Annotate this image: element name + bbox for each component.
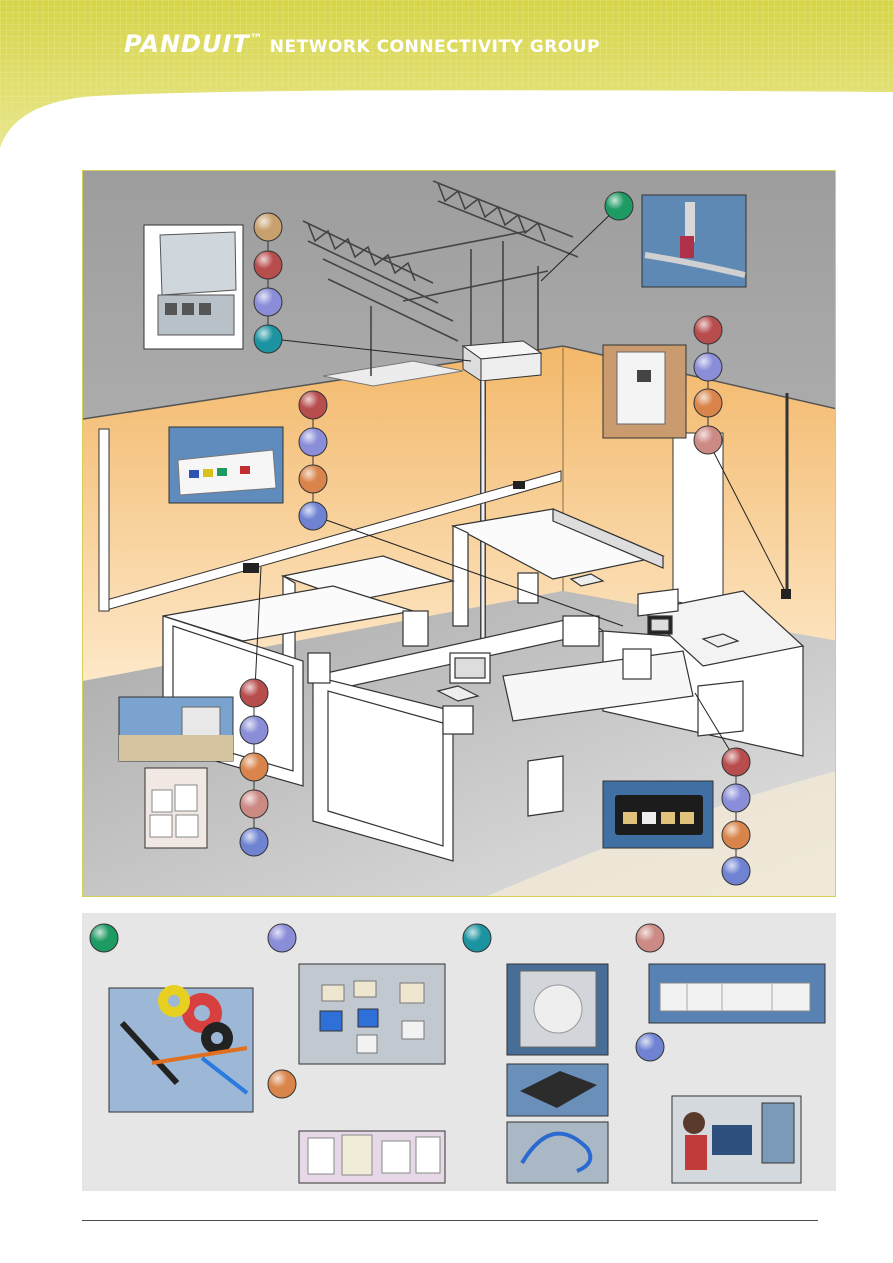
bottom-rule	[82, 1220, 818, 1221]
photo-workstation	[118, 696, 234, 762]
markers-bottom-left	[239, 678, 269, 857]
trademark-symbol: ™	[249, 32, 264, 47]
legend-photo-patch-cord	[506, 1121, 609, 1184]
legend-photo-zone-box	[506, 963, 609, 1056]
markers-ceiling	[604, 191, 634, 221]
photo-wall-outlet	[602, 344, 687, 439]
ceiling-trusses	[302, 180, 579, 376]
markers-right-column	[693, 315, 723, 455]
markers-bottom-right	[721, 747, 751, 886]
photo-surface-box	[168, 426, 284, 504]
legend-photo-raceway	[648, 963, 826, 1024]
legend-graphics	[89, 923, 826, 1184]
photo-modular-faceplates	[144, 767, 208, 849]
header-title: PANDUIT™ NETWORK CONNECTIVITY GROUP	[124, 30, 600, 58]
photo-ceiling-clip	[641, 194, 747, 288]
wall-raceway	[98, 393, 791, 612]
header-background	[0, 0, 893, 148]
leader-lines	[254, 206, 786, 765]
photo-furniture-faceplate	[602, 780, 714, 849]
legend-photo-cable-ties	[108, 985, 254, 1113]
legend-panel	[82, 913, 836, 1191]
brand-name: PANDUIT	[124, 30, 250, 58]
legend-photo-jack-modules	[298, 963, 446, 1065]
legend-photo-faceplates	[298, 1130, 446, 1184]
header-band: PANDUIT™ NETWORK CONNECTIVITY GROUP	[0, 0, 893, 150]
photo-faceplate-box	[143, 224, 244, 350]
markers-middle-wall	[298, 390, 328, 531]
legend-photo-enclosure	[506, 1063, 609, 1117]
cubicle-workstations	[162, 508, 805, 862]
header-subtitle: NETWORK CONNECTIVITY GROUP	[269, 37, 601, 57]
markers-top-left	[253, 212, 283, 354]
legend-photo-labeling-system	[671, 1095, 802, 1184]
